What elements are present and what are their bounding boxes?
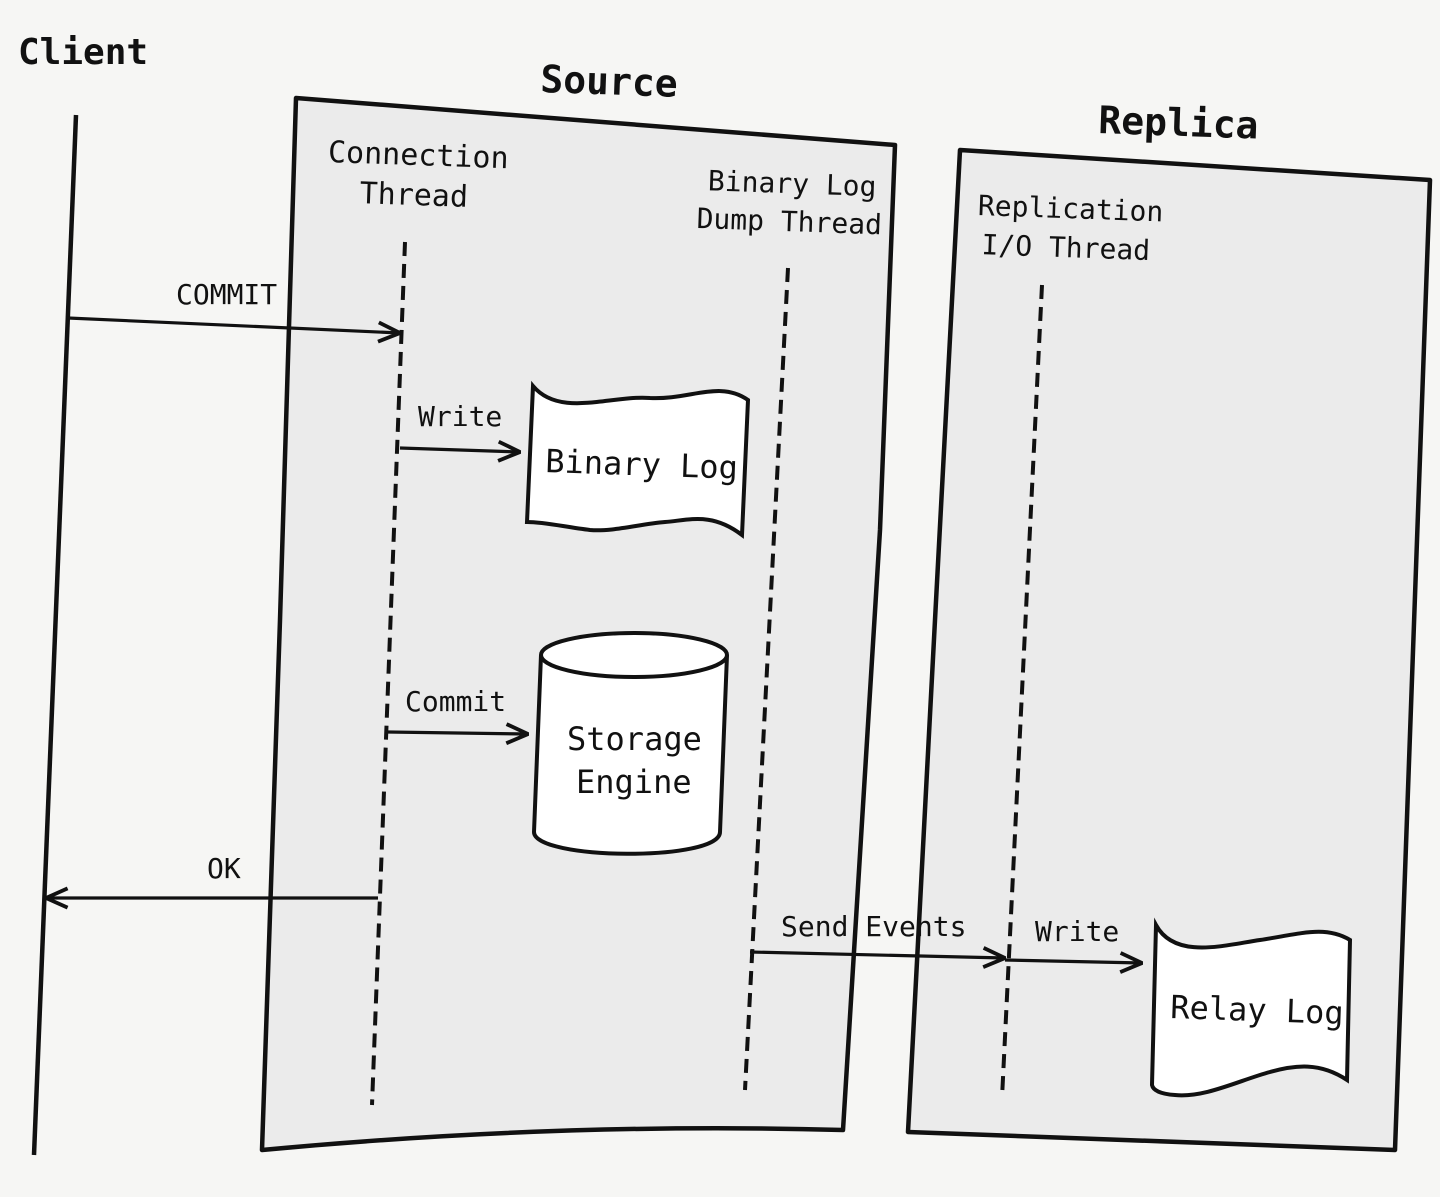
relay-log-label: Relay Log xyxy=(1170,988,1345,1032)
storage-engine-label-line2: Engine xyxy=(576,763,692,801)
dump-thread-label: Binary Log Dump Thread xyxy=(696,164,882,241)
io-thread-label-line2: I/O Thread xyxy=(981,228,1151,267)
storage-engine-cylinder xyxy=(531,631,729,856)
connection-thread-label: Connection Thread xyxy=(327,135,509,215)
send-events-label: Send Events xyxy=(781,910,966,943)
commit-engine-arrow xyxy=(387,732,528,734)
io-thread-lifeline xyxy=(1000,284,1044,1099)
io-thread-label-line1: Replication xyxy=(977,189,1163,228)
source-box xyxy=(259,95,898,1153)
commit-engine-label: Commit xyxy=(405,685,506,718)
connection-thread-lifeline xyxy=(370,241,407,1106)
write-relay-label: Write xyxy=(1035,915,1119,948)
send-events-arrow xyxy=(749,952,1005,958)
client-label: Client xyxy=(18,32,148,73)
io-thread-label: Replication I/O Thread xyxy=(977,189,1163,267)
dump-thread-label-line2: Dump Thread xyxy=(696,202,882,241)
source-label: Source xyxy=(540,57,679,106)
binary-log-label: Binary Log xyxy=(545,442,739,487)
dump-thread-label-line1: Binary Log xyxy=(707,164,877,203)
replica-label: Replica xyxy=(1098,98,1260,148)
write-relay-arrow xyxy=(1004,960,1142,963)
client-lifeline xyxy=(31,114,79,1156)
connection-thread-label-line1: Connection xyxy=(327,135,509,176)
replica-box xyxy=(905,147,1433,1153)
commit-arrow xyxy=(67,316,400,333)
storage-engine-label-line1: Storage xyxy=(567,720,702,758)
binary-log-document xyxy=(524,380,751,539)
ok-message-label: OK xyxy=(207,852,241,885)
write-binlog-label: Write xyxy=(418,400,502,433)
commit-message-label: COMMIT xyxy=(176,278,277,311)
write-binlog-arrow xyxy=(399,448,520,452)
relay-log-document xyxy=(1149,917,1353,1098)
connection-thread-label-line2: Thread xyxy=(359,176,469,215)
